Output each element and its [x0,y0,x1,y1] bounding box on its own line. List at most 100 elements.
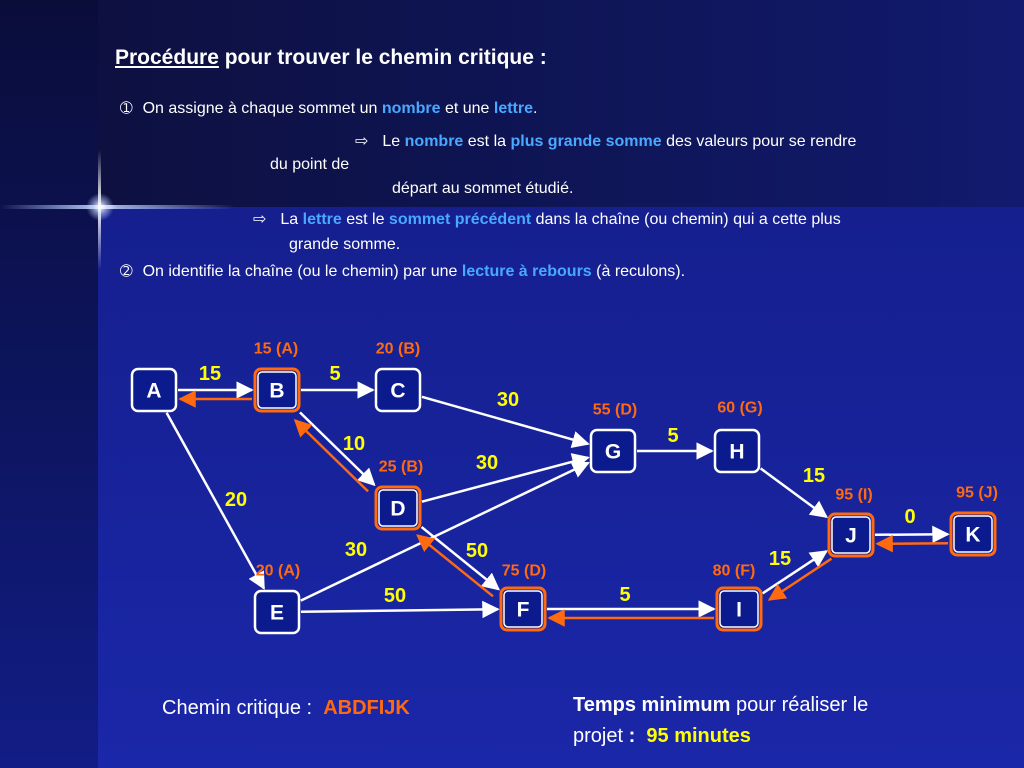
node-id-F: F [517,599,530,622]
critical-path-value: ABDFIJK [323,697,410,719]
step-2-text-a: On identifie la chaîne (ou le chemin) pa… [142,263,462,280]
step-2-marker: ➁ [120,262,133,280]
node-box-A [130,367,178,413]
node-label-D: 25 (B) [379,459,423,476]
edge-weight-D-F: 50 [466,540,488,562]
edge-weight-G-H: 5 [667,425,678,447]
edge-weight-E-F: 50 [384,585,406,607]
slide-title: Procédure pour trouver le chemin critiqu… [115,45,547,71]
graph-nodes: A B C D E F G H I J K [130,367,997,635]
edge-weight-F-I: 5 [619,584,630,606]
node-id-H: H [729,441,744,464]
bullet-b-text-b: est le [341,211,389,228]
bullet-a-highlight-somme: plus grande somme [510,133,662,150]
step-1-highlight-nombre: nombre [381,100,441,117]
step-2: ➁ On identifie la chaîne (ou le chemin) p… [120,261,685,282]
background-main-panel [98,207,1024,768]
node-label-C: 20 (B) [376,341,420,358]
node-E: E [253,589,301,635]
step-1-marker: ➀ [120,99,133,117]
edge-weight-H-J: 15 [803,465,825,487]
edge-weight-J-K: 0 [904,506,915,528]
bullet-b-text-a: La [280,211,303,228]
node-D: D [374,485,422,531]
min-time-projet: projet [573,725,624,747]
node-label-E: 20 (A) [256,563,300,580]
edge-weight-E-G: 30 [345,539,367,561]
node-G: G [589,428,637,474]
node-id-A: A [146,380,161,403]
min-time-value: 95 minutes [646,725,751,747]
title-underlined: Procédure [115,46,219,69]
edge-weight-C-G: 30 [497,389,519,411]
step-1-highlight-lettre: lettre [493,100,533,117]
node-id-J: J [845,525,857,548]
edge-weight-D-G: 30 [476,452,498,474]
bullet-a-line-1: ⇨ Le nombre est la plus grande somme des … [355,131,856,152]
bullet-a-highlight-nombre: nombre [404,133,464,150]
node-K: K [949,511,997,557]
bullet-b-highlight-lettre: lettre [302,211,342,228]
node-id-K: K [965,524,980,547]
node-label-H: 60 (G) [717,400,762,417]
node-box-G [589,428,637,474]
node-id-B: B [269,380,284,403]
edge-J-K [874,525,950,544]
node-box-I [715,586,763,632]
min-time-colon: : [628,725,636,747]
node-id-C: C [390,380,405,403]
background-left-panel [0,0,98,768]
node-I: I [715,586,763,632]
node-box-C [374,367,422,413]
bullet-a-line-2: du point de [270,156,350,173]
step-1-text-b: et une [440,100,494,117]
node-F: F [499,586,547,632]
step-1-text-c: . [533,100,538,117]
min-time-bold: Temps minimum [573,694,731,716]
bullet-b-highlight-sommet: sommet précédent [388,211,532,228]
node-box-F [499,586,547,632]
min-time-rest: pour réaliser le [730,694,869,716]
lens-flare-horizontal [0,205,235,209]
bullet-a-text-c: des valeurs pour se rendre [661,133,857,150]
backtrack-arrow-J-I [767,557,833,601]
edge-C-G [421,395,590,449]
edge-weight-B-C: 5 [329,363,340,385]
bullet-b-text-c: dans la chaîne (ou chemin) qui a cette p… [531,211,841,228]
min-time-line-2: projet : 95 minutes [573,724,751,749]
node-C: C [374,367,422,413]
arrow-right-icon: ⇨ [355,131,369,150]
step-1-text-a: On assigne à chaque sommet un [142,100,382,117]
node-H: H [713,428,761,474]
edge-E-G [300,461,590,602]
step-1: ➀ On assigne à chaque sommet un nombre et… [120,98,537,119]
edge-weight-B-D: 10 [343,433,365,455]
edge-weight-A-B: 15 [199,363,221,385]
arrow-right-icon: ⇨ [253,209,267,228]
bullet-a-text-b: est la [463,133,511,150]
bullet-a-text-a: Le [382,133,405,150]
node-box-J [827,512,875,558]
node-box-D [374,485,422,531]
node-box-H [713,428,761,474]
node-label-K: 95 (J) [956,485,998,502]
edge-weight-A-E: 20 [225,489,247,511]
critical-path-label: Chemin critique : [162,697,313,719]
critical-path-line: Chemin critique : ABDFIJK [162,696,410,721]
node-label-I: 80 (F) [713,563,756,580]
backtrack-arrow-K-J [875,534,949,553]
edge-E-F [300,600,500,619]
node-box-K [949,511,997,557]
bullet-b-line-1: ⇨ La lettre est le sommet précédent dans … [253,209,841,230]
background-top-band [98,0,1024,207]
graph-edges [165,381,950,619]
node-box-E [253,589,301,635]
backtrack-arrow-F-D [416,534,494,598]
critical-backtrack-arrows [178,390,949,627]
node-label-F: 75 (D) [502,563,546,580]
edge-H-J [759,467,828,519]
node-A: A [130,367,178,413]
backtrack-arrow-D-B [293,419,369,493]
